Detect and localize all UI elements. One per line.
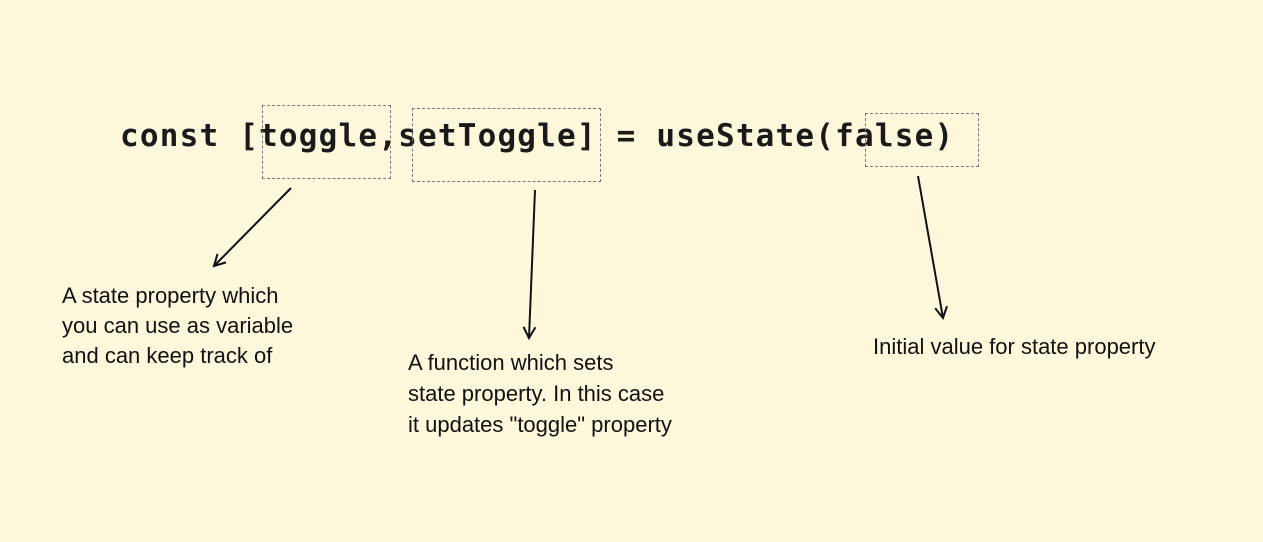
setter-function-highlight-box bbox=[412, 108, 601, 182]
state-variable-highlight-box bbox=[262, 105, 391, 179]
annotation-line: you can use as variable bbox=[62, 313, 294, 338]
state-variable-arrow bbox=[214, 187, 292, 266]
annotation-line: A state property which bbox=[62, 283, 279, 308]
annotation-line: and can keep track of bbox=[62, 343, 273, 368]
code-comma: , bbox=[378, 118, 399, 154]
setter-function-arrow bbox=[529, 189, 535, 338]
initial-value-annotation: Initial value for state property bbox=[873, 332, 1155, 362]
code-const: const bbox=[120, 118, 240, 154]
code-setter-function: setToggle bbox=[398, 118, 577, 154]
initial-value-highlight-box bbox=[865, 113, 979, 167]
code-open-bracket: [ bbox=[239, 118, 260, 154]
code-usestate: ] = useState( bbox=[576, 118, 836, 154]
annotation-line: A function which sets bbox=[408, 350, 614, 375]
annotation-line: Initial value for state property bbox=[873, 334, 1156, 359]
code-close-paren: ) bbox=[934, 118, 955, 154]
code-state-variable: toggle bbox=[259, 118, 379, 154]
annotation-line: it updates "toggle" property bbox=[408, 412, 672, 437]
annotation-line: state property. In this case bbox=[408, 381, 665, 406]
code-initial-value: false bbox=[835, 118, 935, 154]
code-line: const [toggle,setToggle] = useState(fals… bbox=[120, 118, 954, 154]
setter-function-annotation: A function which sets state property. In… bbox=[408, 347, 672, 440]
state-variable-annotation: A state property which you can use as va… bbox=[62, 281, 293, 371]
initial-value-arrow bbox=[917, 175, 943, 318]
